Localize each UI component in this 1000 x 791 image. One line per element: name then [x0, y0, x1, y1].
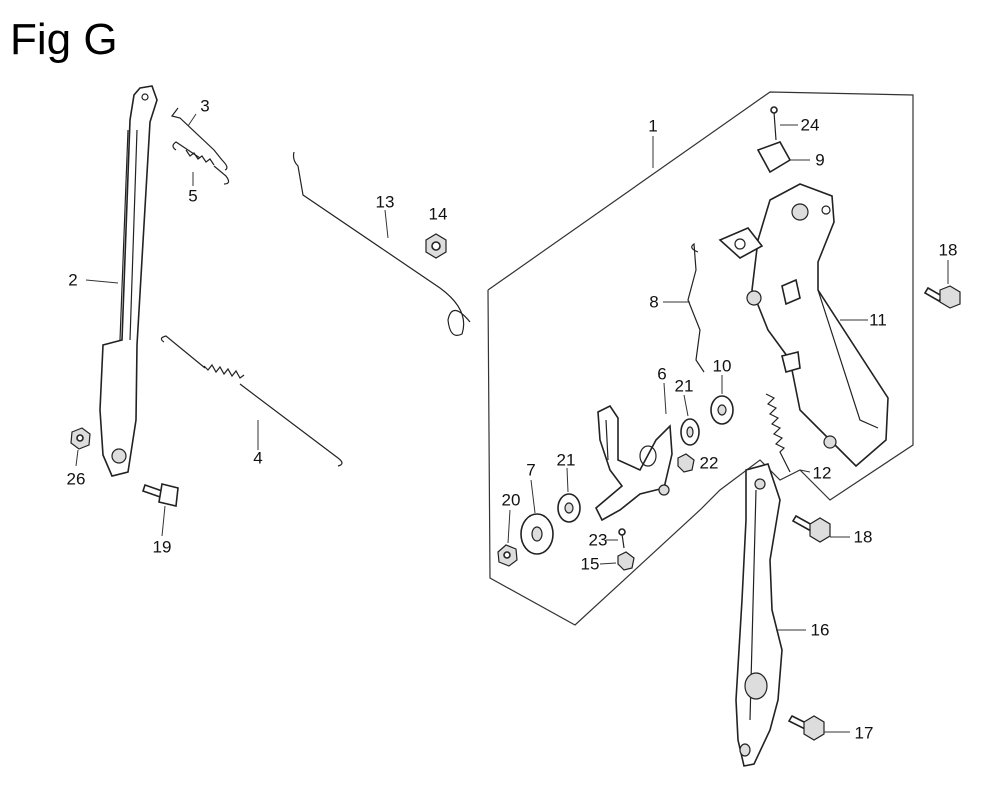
figure-title: Fig G: [10, 15, 118, 64]
part-23-pin: [618, 528, 626, 549]
part-17-bolt: [787, 714, 825, 741]
part-8-spring: [687, 242, 705, 373]
callout-8: 8: [649, 292, 659, 312]
part-26-nut: [70, 427, 91, 450]
callout-10: 10: [712, 356, 732, 376]
part-21-washer-upper: [680, 418, 700, 446]
callout-7: 7: [526, 460, 536, 480]
callout-4: 4: [253, 448, 263, 468]
callout-21-upper: 21: [674, 376, 694, 396]
callout-17: 17: [854, 723, 874, 743]
callout-9: 9: [815, 150, 825, 170]
callout-1: 1: [648, 116, 658, 136]
callout-5: 5: [188, 186, 198, 206]
part-22-nut: [677, 453, 695, 473]
callout-21-lower: 21: [556, 450, 576, 470]
part-4-spring: [160, 335, 343, 467]
callout-18-middle: 18: [853, 527, 873, 547]
callout-18-right: 18: [938, 240, 958, 260]
assembly-outline: [487, 91, 914, 626]
callout-6: 6: [657, 364, 667, 384]
part-13-rod: [292, 151, 471, 336]
part-11-bracket: [718, 183, 889, 468]
part-18-bolt-right: [923, 285, 961, 309]
part-10-washer: [710, 395, 734, 425]
callout-23: 23: [588, 530, 608, 550]
callout-24: 24: [800, 115, 820, 135]
part-21-washer-lower: [557, 493, 581, 523]
part-20-nut: [497, 544, 518, 567]
callout-2: 2: [68, 270, 78, 290]
callout-13: 13: [375, 192, 395, 212]
callout-14: 14: [428, 204, 448, 224]
callout-3: 3: [200, 96, 210, 116]
part-16-lever: [735, 463, 783, 767]
part-2-lever: [99, 85, 158, 477]
callout-19: 19: [152, 537, 172, 557]
callout-22: 22: [699, 453, 719, 473]
callout-15: 15: [580, 554, 600, 574]
part-14-nut: [425, 233, 447, 259]
callout-11: 11: [869, 310, 887, 330]
part-15-nut: [617, 551, 635, 571]
callout-20: 20: [501, 490, 521, 510]
part-18-bolt-middle: [791, 514, 831, 543]
callout-16: 16: [810, 620, 830, 640]
part-12-spring: [765, 393, 791, 473]
part-7-washer: [520, 513, 554, 555]
part-24-pin: [770, 106, 778, 141]
part-6-lever: [595, 404, 673, 522]
callout-12: 12: [812, 463, 832, 483]
part-3-spring: [170, 107, 228, 171]
part-19-bolt: [141, 483, 179, 507]
part-5-spring: [172, 141, 230, 185]
callout-26: 26: [66, 469, 86, 489]
part-9-clip: [756, 141, 792, 174]
